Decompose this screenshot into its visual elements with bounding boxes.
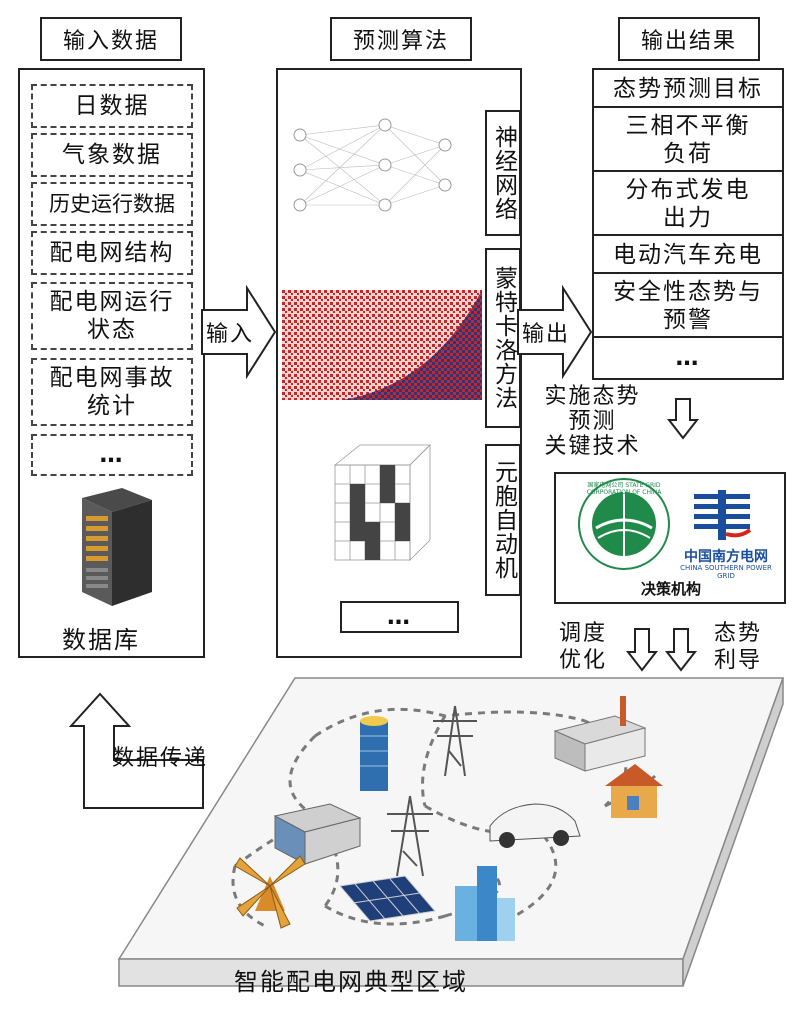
input-item-grid-status: 配电网运行 状态 (31, 282, 193, 350)
server-rack-icon (82, 488, 152, 606)
sgcc-text: 国家电网公司 STATE GRID CORPORATION OF CHINA (586, 482, 662, 496)
algorithm-monte-carlo: 蒙特卡洛方法 (485, 248, 521, 428)
input-item-daily-data: 日数据 (31, 84, 193, 128)
database-label: 数据库 (62, 626, 140, 654)
output-item-distributed-gen: 分布式发电 出力 (592, 170, 784, 238)
csg-logo (694, 490, 752, 540)
situation-guidance-label: 态势 利导 (713, 621, 762, 673)
decision-organization-label: 决策机构 (640, 580, 701, 598)
input-item-more: … (31, 434, 193, 476)
output-arrow-label: 输出 (522, 322, 571, 347)
input-arrow-label: 输入 (206, 322, 255, 347)
csg-name-cn: 中国南方电网 (684, 549, 768, 565)
data-transfer-arrow-icon (68, 692, 204, 809)
csg-name-en: CHINA SOUTHERN POWER GRID (680, 564, 772, 580)
down-arrow-icon (666, 398, 700, 440)
input-item-weather-data: 气象数据 (31, 133, 193, 177)
algorithm-more: … (340, 601, 459, 633)
smart-grid-region-platform (117, 677, 785, 987)
prediction-algorithm-header: 预测算法 (330, 17, 472, 61)
sgcc-logo (578, 478, 670, 570)
output-item-ev-charging: 电动汽车充电 (592, 234, 784, 276)
output-item-target: 态势预测目标 (592, 68, 784, 110)
monte-carlo-plot (282, 290, 482, 400)
algorithm-neural-network: 神经网络 (485, 110, 521, 236)
key-technology-label: 实施态势 预测 关键技术 (544, 384, 641, 459)
data-transfer-label: 数据传递 (112, 746, 209, 771)
smart-grid-region-label: 智能配电网典型区域 (234, 968, 468, 996)
algorithm-cellular-automata: 元胞自动机 (485, 444, 521, 596)
output-item-more: … (592, 336, 784, 380)
input-arrow-icon (201, 284, 277, 380)
neural-network-icon (293, 118, 452, 212)
output-item-unbalanced-load: 三相不平衡 负荷 (592, 106, 784, 174)
down-arrow-icon (625, 628, 659, 672)
down-arrow-icon (664, 628, 698, 672)
cellular-automata-cube-icon (333, 444, 431, 561)
output-item-security-warning: 安全性态势与 预警 (592, 272, 784, 340)
dispatch-optimization-label: 调度 优化 (558, 621, 607, 673)
output-results-header: 输出结果 (618, 17, 760, 61)
input-data-header: 输入数据 (40, 17, 182, 61)
output-arrow-icon (517, 284, 593, 380)
input-item-fault-stats: 配电网事故 统计 (31, 358, 193, 426)
input-item-grid-structure: 配电网结构 (31, 231, 193, 275)
input-item-history-data: 历史运行数据 (31, 182, 193, 226)
